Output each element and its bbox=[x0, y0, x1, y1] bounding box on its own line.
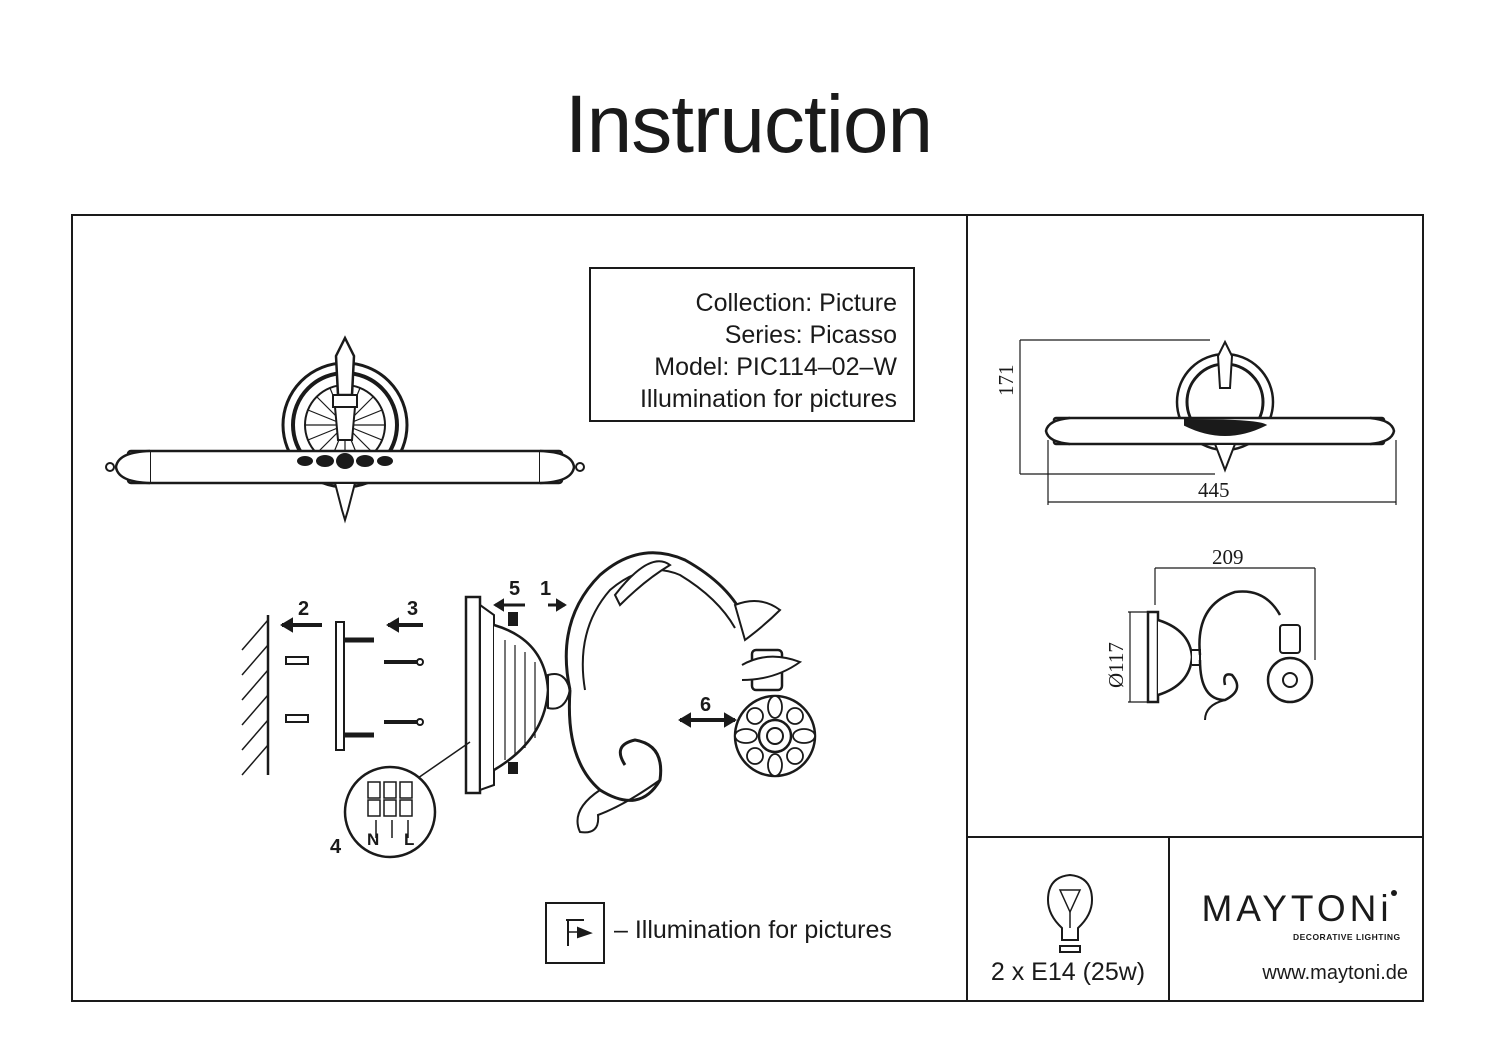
brand-logo: MAYTONi bbox=[1201, 888, 1393, 929]
frame-vertical-divider bbox=[966, 214, 968, 1002]
step-1-label: 1 bbox=[540, 578, 552, 600]
page-title: Instruction bbox=[564, 79, 933, 170]
width-dimension: 445 bbox=[1198, 478, 1230, 502]
light-bulb-icon bbox=[1046, 873, 1094, 953]
live-terminal-label: L bbox=[404, 830, 415, 849]
legend-symbol-box bbox=[545, 902, 605, 964]
collection-label: Collection: Picture bbox=[695, 289, 897, 317]
series-label: Series: Picasso bbox=[724, 321, 897, 349]
product-info-box: Collection: Picture Series: Picasso Mode… bbox=[589, 267, 915, 422]
side-mounting-view bbox=[241, 595, 572, 859]
model-label: Model: PIC114–02–W bbox=[654, 353, 897, 381]
brand-dot-icon bbox=[1391, 890, 1397, 896]
brand-url: www.maytoni.de bbox=[1262, 962, 1408, 984]
dimension-front-view bbox=[1019, 339, 1397, 505]
lamp-spec: 2 x E14 (25w) bbox=[990, 958, 1146, 986]
step-4-label: 4 bbox=[330, 836, 342, 858]
step-5-label: 5 bbox=[509, 578, 521, 600]
legend-text: – Illumination for pictures bbox=[614, 916, 892, 944]
frame-horizontal-divider bbox=[966, 836, 1424, 838]
picture-light-symbol-icon bbox=[566, 919, 593, 946]
brand-tagline: DECORATIVE LIGHTING bbox=[1293, 932, 1401, 942]
depth-dimension: 209 bbox=[1212, 545, 1244, 569]
dimension-side-view bbox=[1128, 567, 1316, 721]
step-6-label: 6 bbox=[700, 694, 712, 716]
footer-divider bbox=[1168, 836, 1170, 1002]
scroll-arm-view bbox=[493, 551, 817, 834]
step-3-label: 3 bbox=[407, 598, 419, 620]
main-frame bbox=[71, 214, 1424, 1002]
description-label: Illumination for pictures bbox=[639, 385, 897, 413]
neutral-terminal-label: N bbox=[367, 830, 380, 849]
diameter-dimension: Ø117 bbox=[1104, 642, 1128, 688]
step-2-label: 2 bbox=[298, 598, 310, 620]
height-dimension: 171 bbox=[994, 364, 1018, 397]
front-view-fixture bbox=[105, 335, 585, 524]
